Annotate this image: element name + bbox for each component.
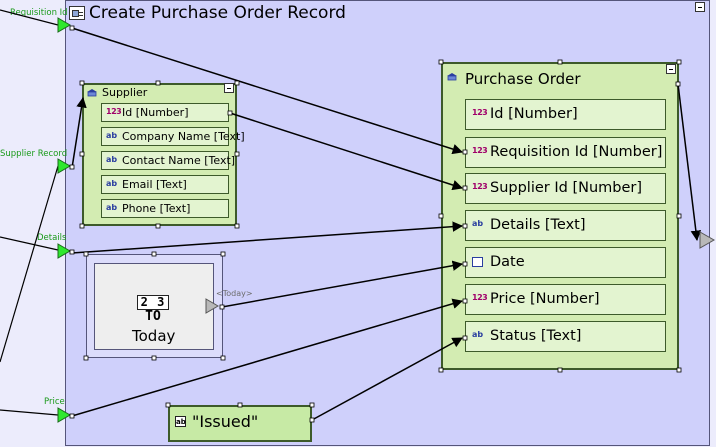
connector-price[interactable] <box>71 298 464 417</box>
input-label-requisition-id: Requisition Id <box>10 8 68 18</box>
external-line-price <box>0 409 59 416</box>
process-minimize-button[interactable] <box>695 2 705 12</box>
supplier-minimize-button[interactable] <box>224 83 234 93</box>
connector-details[interactable] <box>71 221 464 254</box>
input-label-supplier-record: Supplier Record <box>0 149 68 159</box>
supplier-database-icon <box>87 89 97 97</box>
connector-supplier-record[interactable] <box>71 96 87 169</box>
purchase-order-minimize-button[interactable] <box>666 64 676 74</box>
po-field-status[interactable]: ab Status [Text] <box>465 321 666 352</box>
purchase-order-title: Purchase Order <box>465 70 581 88</box>
po-field-requisition-id[interactable]: 123 Requisition Id [Number] <box>465 137 666 168</box>
connector-po-output[interactable] <box>677 83 702 242</box>
po-field-price[interactable]: 123 Price [Number] <box>465 284 666 315</box>
process-icon <box>69 6 85 20</box>
supplier-field-company-name[interactable]: ab Company Name [Text] <box>101 127 245 146</box>
supplier-field-phone[interactable]: ab Phone [Text] <box>101 199 229 218</box>
connector-supplier-id[interactable] <box>229 112 463 191</box>
issued-value: "Issued" <box>192 412 259 431</box>
supplier-field-contact-name[interactable]: ab Contact Name [Text] <box>101 151 235 170</box>
input-label-price: Price <box>44 397 65 407</box>
input-port-requisition-id[interactable] <box>57 17 71 33</box>
issued-constant[interactable] <box>168 405 312 442</box>
text-field-icon: ab <box>106 203 118 212</box>
po-field-date[interactable]: Date <box>465 247 666 278</box>
today-output-tag: <Today> <box>216 289 253 298</box>
external-line-supplier <box>0 165 59 363</box>
supplier-field-email[interactable]: ab Email [Text] <box>101 175 229 194</box>
calendar-icon: 2 3 TO <box>137 295 169 323</box>
selection-handles <box>69 25 682 423</box>
calendar-icon <box>472 257 483 267</box>
input-label-details: Details <box>37 233 67 243</box>
today-label: Today <box>132 327 176 345</box>
po-field-details[interactable]: ab Details [Text] <box>465 210 666 241</box>
external-line-details <box>0 236 59 251</box>
process-output-port[interactable] <box>699 231 716 249</box>
number-field-icon: 123 <box>106 107 122 116</box>
po-field-supplier-id[interactable]: 123 Supplier Id [Number] <box>465 173 666 204</box>
connector-requisition-to-po[interactable] <box>71 27 464 155</box>
connector-issued-to-status[interactable] <box>311 337 463 421</box>
supplier-title: Supplier <box>102 86 148 99</box>
input-port-price[interactable] <box>57 407 71 423</box>
text-field-icon: ab <box>106 179 118 188</box>
process-title: Create Purchase Order Record <box>89 3 346 23</box>
text-field-icon: ab <box>106 131 118 140</box>
input-port-details[interactable] <box>57 243 71 259</box>
supplier-field-id[interactable]: 123 Id [Number] <box>101 103 229 122</box>
text-field-icon: ab <box>106 155 118 164</box>
input-port-supplier-record[interactable] <box>57 158 71 174</box>
connector-today-to-date[interactable] <box>221 260 464 308</box>
constant-icon: ab <box>175 416 186 427</box>
purchase-order-database-icon <box>447 73 457 81</box>
external-line-requisition <box>0 9 59 26</box>
today-output-port[interactable] <box>205 298 219 314</box>
po-field-id[interactable]: 123 Id [Number] <box>465 99 666 130</box>
